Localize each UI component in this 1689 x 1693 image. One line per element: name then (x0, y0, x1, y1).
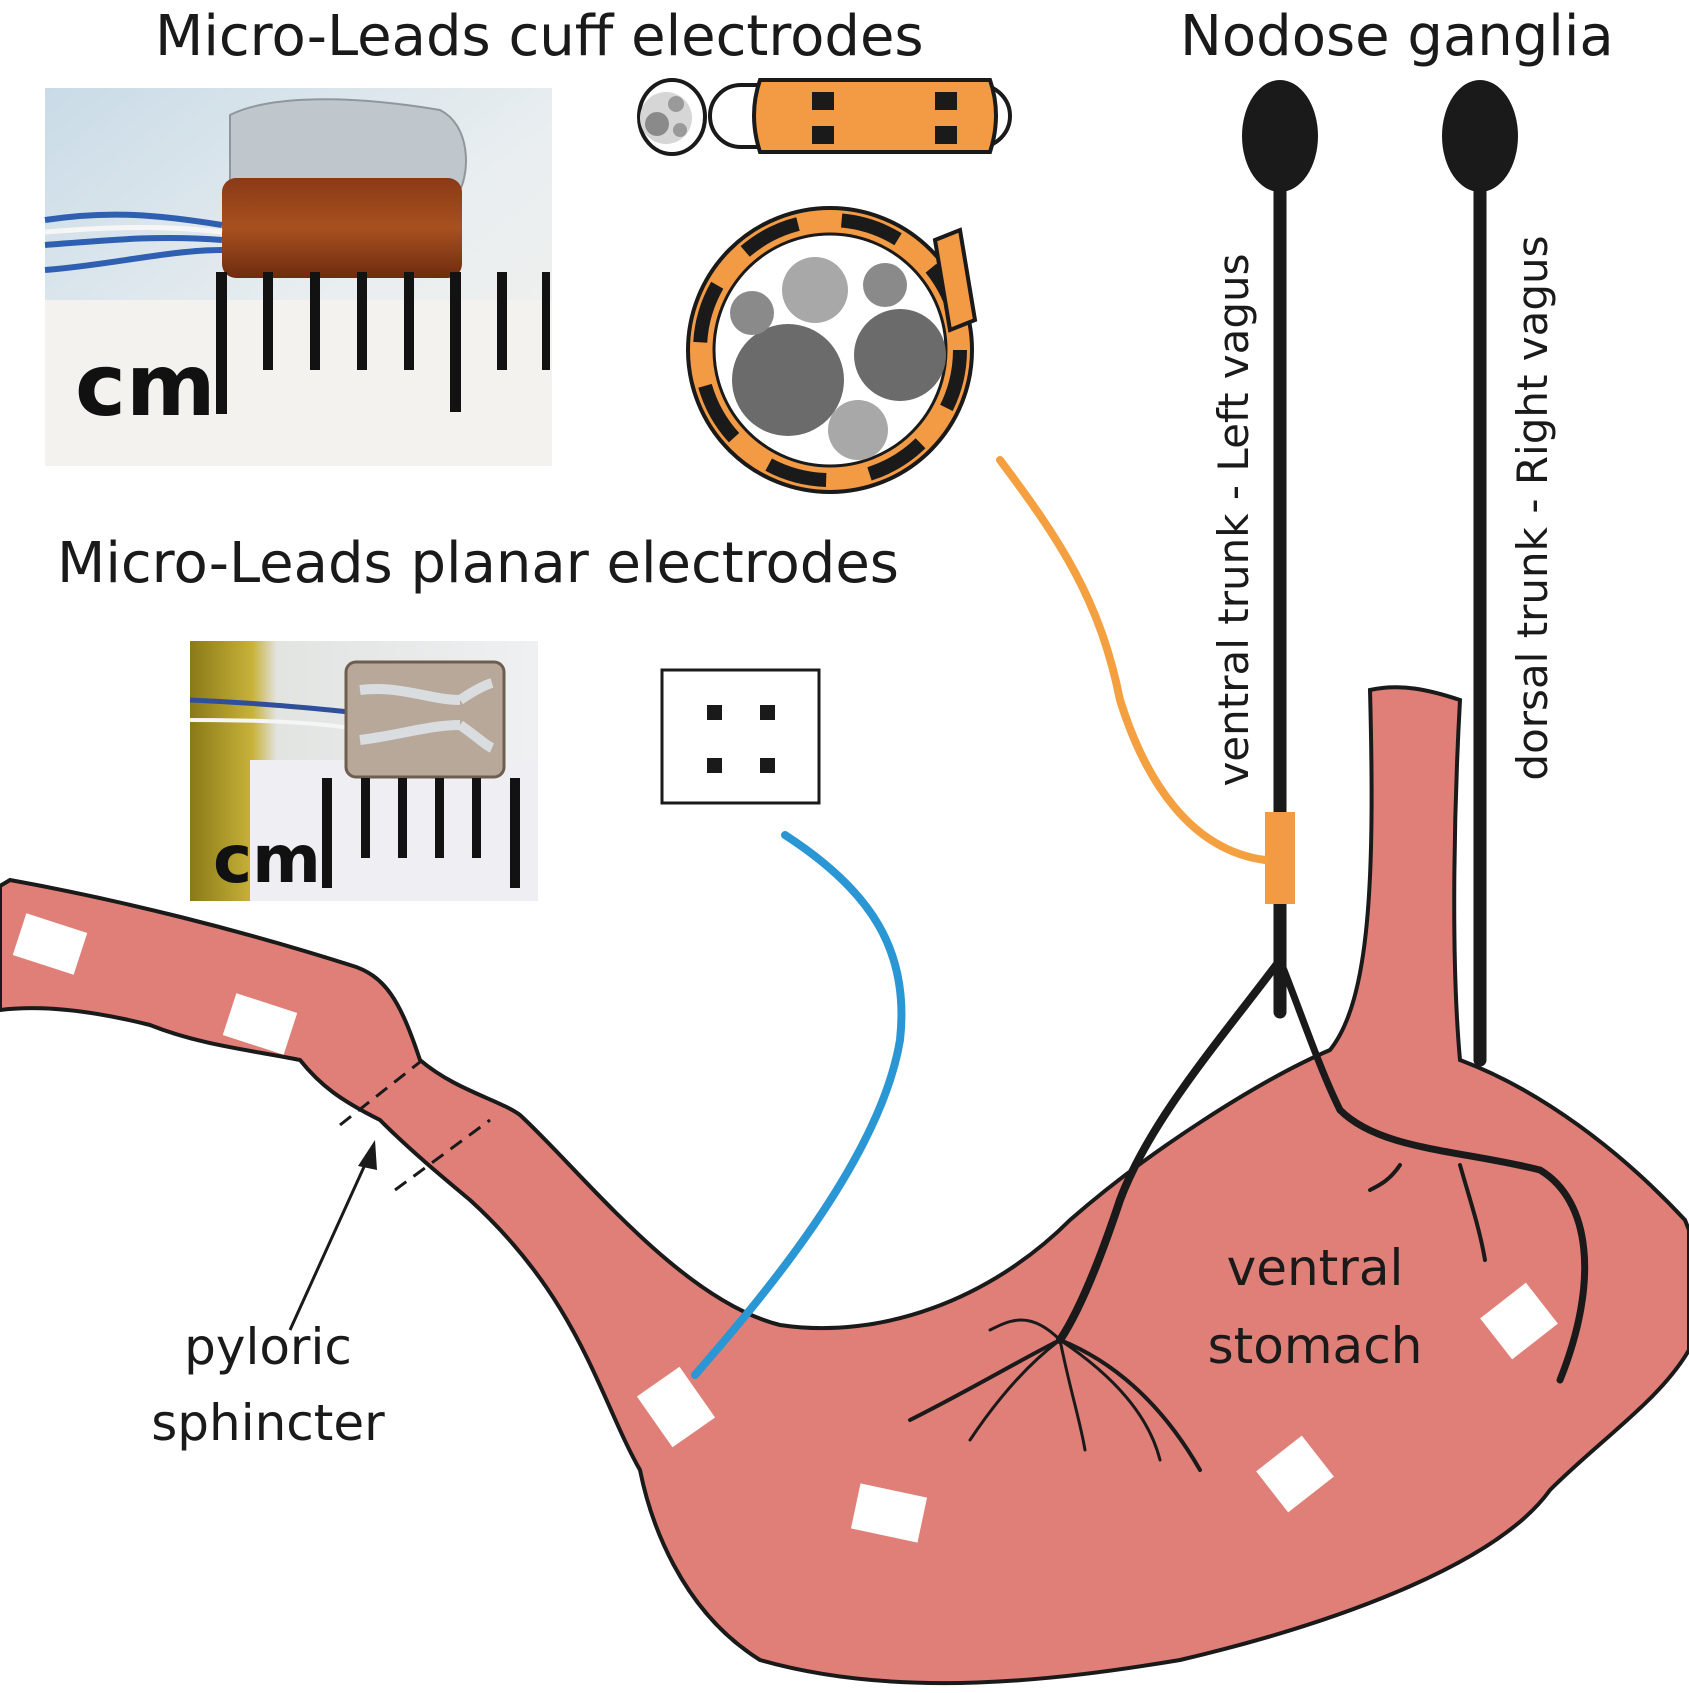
photo-mesh (229, 98, 467, 191)
cuff-flap (932, 227, 978, 333)
nerve-twig (1058, 1338, 1162, 1462)
cuff-end-fascicle (668, 96, 684, 112)
stomach (0, 685, 1689, 1686)
planar-title: Micro-Leads planar electrodes (57, 531, 899, 596)
photo-paper (250, 760, 538, 901)
stomach-label-line2: stomach (1208, 1317, 1423, 1375)
photo-wire (189, 697, 351, 715)
fascicle (732, 324, 844, 436)
nerve-branch (1276, 956, 1589, 1384)
planar-outline (660, 668, 821, 805)
cuff-contact (812, 126, 834, 144)
planar-contact (707, 758, 722, 773)
nerve-twig (1058, 1338, 1087, 1452)
nerve-twig (908, 1338, 1062, 1422)
right-vagus-label: dorsal trunk - Right vagus (1508, 235, 1557, 780)
photo-wires (44, 211, 223, 273)
electrode-pad (850, 1483, 928, 1543)
cuff-title: Micro-Leads cuff electrodes (155, 4, 924, 69)
photo-ruler-ticks (322, 778, 520, 888)
cuff-electrode-side-view (637, 78, 1012, 156)
nerve-twig (1458, 1163, 1487, 1262)
cuff-electrode-cross-section (686, 206, 978, 494)
fascicle (782, 257, 848, 323)
cuff-body (752, 78, 998, 154)
nerve-twig (1368, 1163, 1402, 1192)
pyloric-label-line1: pyloric (184, 1318, 352, 1376)
arrow-icon (288, 1140, 377, 1331)
photo-planar-pad (344, 660, 506, 779)
cuff-contact (812, 92, 834, 110)
electrode-pad (1480, 1282, 1558, 1360)
photo-cm-label: cm (75, 336, 216, 436)
photo-wires-white (44, 225, 223, 235)
cuff-contact (935, 92, 957, 110)
electrode-pad (12, 913, 88, 975)
cuff-ring-contact (693, 213, 967, 487)
photo-cm-label: cm (213, 821, 321, 898)
planar-electrode-schematic (660, 668, 821, 805)
left-nodose-ganglion (1242, 80, 1318, 192)
photo-wire (189, 718, 351, 730)
pyloric-dash-left (339, 1060, 421, 1127)
planar-contact (760, 758, 775, 773)
planar-lead-wire (691, 831, 906, 1379)
photo-planar-traces (359, 678, 495, 753)
cuff-end-fascicle (673, 123, 687, 137)
pyloric-label-line2: sphincter (151, 1394, 385, 1452)
vagus-nerves (908, 80, 1589, 1472)
nerve-twig (968, 1338, 1062, 1442)
cuff-contact (935, 126, 957, 144)
planar-electrode-photo: cm (189, 641, 538, 901)
cuff-electrode-photo: cm (44, 88, 552, 466)
photo-ruler-ticks (216, 272, 550, 414)
planar-contact (707, 705, 722, 720)
fascicle (730, 291, 774, 335)
stomach-label-line1: ventral (1227, 1239, 1404, 1297)
pyloric-dash-right (394, 1118, 491, 1192)
fascicle (854, 309, 946, 401)
cuff-on-nerve (1265, 812, 1295, 904)
nerve-twig (1058, 1338, 1202, 1472)
cuff-end-fascicle (645, 112, 669, 136)
stomach-body (0, 685, 1689, 1686)
nerve-twig (988, 1318, 1062, 1342)
left-vagus-label: ventral trunk - Left vagus (1209, 253, 1258, 786)
photo-paper (45, 300, 552, 466)
fascicle (863, 263, 907, 307)
planar-contact (760, 705, 775, 720)
ganglia-title: Nodose ganglia (1180, 4, 1614, 69)
photo-copper-cuff (222, 178, 462, 278)
nerve-branch (1056, 956, 1284, 1344)
stomach-electrode-pads (12, 913, 1558, 1543)
right-nodose-ganglion (1442, 80, 1518, 192)
fascicle (828, 400, 888, 460)
electrode-pad (1256, 1435, 1334, 1513)
electrode-pad (222, 993, 298, 1055)
electrode-pad (636, 1366, 716, 1448)
cuff-lead-wire (996, 456, 1269, 864)
